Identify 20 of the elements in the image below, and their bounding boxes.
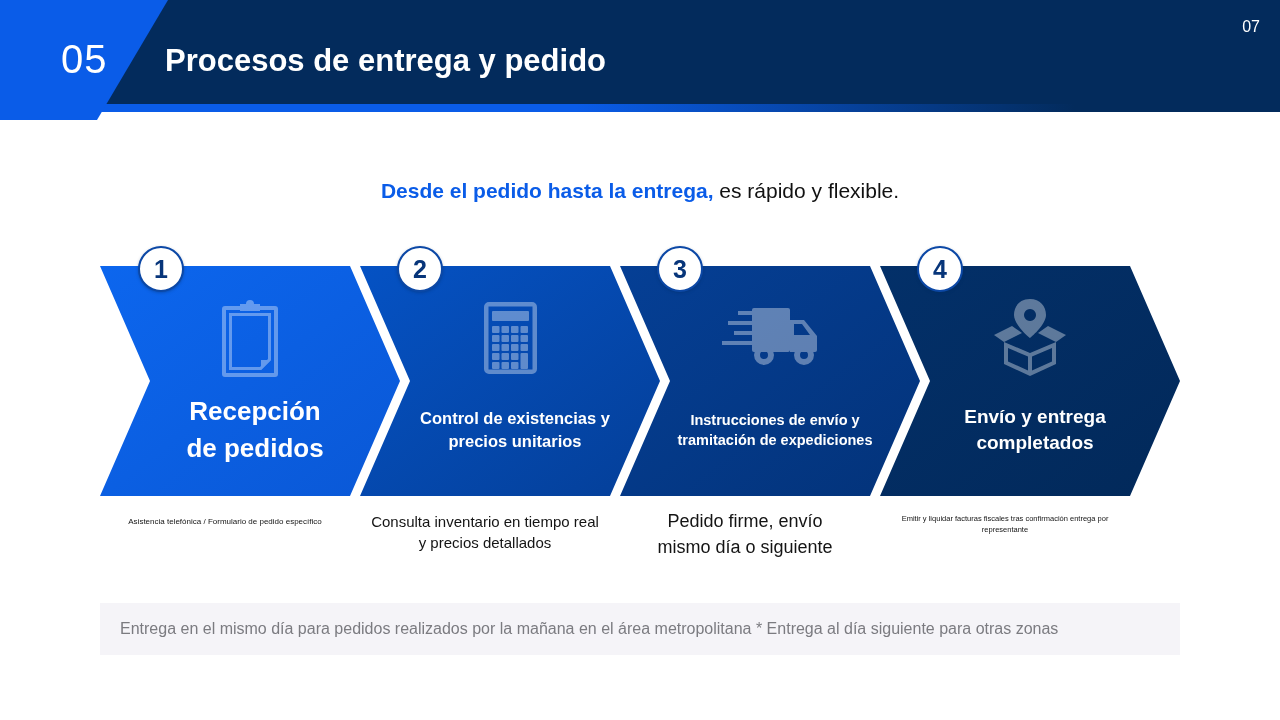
- step-description: Consulta inventario en tiempo real y precios detallados: [370, 512, 600, 553]
- step-title: Instrucciones de envío y tramitación de expediciones: [676, 411, 874, 450]
- step-title: Envío y entrega completados: [963, 405, 1107, 455]
- slide-title: Procesos de entrega y pedido: [165, 42, 607, 80]
- step-number: 2: [413, 255, 427, 283]
- section-number: 05: [61, 36, 108, 82]
- step-description: Pedido firme, envío mismo día o siguiente: [656, 510, 834, 559]
- step-number: 3: [673, 255, 687, 283]
- step-number: 1: [154, 255, 168, 283]
- step-marker: [657, 246, 703, 292]
- step-marker: [917, 246, 963, 292]
- page-number: 07: [1242, 17, 1260, 37]
- step-number: 4: [933, 255, 947, 283]
- step-marker: [397, 246, 443, 292]
- note-text: Entrega en el mismo día para pedidos realizados por la mañana en el área metropolitana * Entrega al día siguiente para otras zonas: [120, 619, 1059, 639]
- step-description: Asistencia telefónica / Formulario de pedido específico: [128, 516, 322, 527]
- step-marker: [138, 246, 184, 292]
- step-title: Control de existencias y precios unitarios: [419, 408, 611, 452]
- step-title: Recepción de pedidos: [185, 395, 325, 465]
- subtitle: Desde el pedido hasta la entrega, es rápido y flexible.: [380, 178, 900, 204]
